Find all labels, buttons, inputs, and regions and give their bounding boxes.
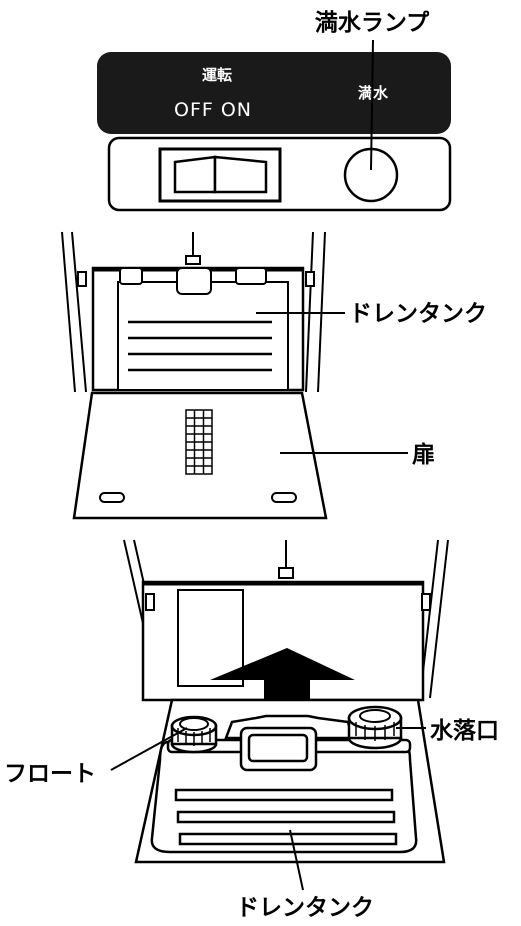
full-lamp-callout: 満水ランプ xyxy=(315,10,430,36)
drain-outlet-callout: 水落口 xyxy=(430,718,499,744)
panel-label-strip xyxy=(97,52,451,134)
off-on-label: OFF ON xyxy=(174,99,252,121)
drain-tank-bottom-callout: ドレンタンク xyxy=(236,895,374,921)
drain-tank-bottom-leader xyxy=(289,829,304,891)
float-cap xyxy=(170,715,218,754)
drain-tank-bottom xyxy=(150,714,418,854)
insert-arrow xyxy=(210,648,355,715)
drain-outlet-cap xyxy=(347,705,403,750)
float-callout: フロート xyxy=(4,761,96,787)
drain-tank-top xyxy=(117,267,289,391)
tank-ribs-bottom xyxy=(174,788,398,846)
door-callout: 扉 xyxy=(412,442,435,468)
door-vent-grid xyxy=(185,409,213,475)
full-water-label: 満水 xyxy=(358,84,389,102)
float-leader xyxy=(110,727,188,771)
full-lamp-leader xyxy=(370,39,374,171)
tank-ribs-top xyxy=(128,320,272,372)
door[interactable] xyxy=(72,391,328,520)
operation-label: 運転 xyxy=(202,66,232,84)
control-panel: 満水ランプ 運転 OFF ON 満水 xyxy=(97,10,452,212)
operation-switch[interactable] xyxy=(158,147,282,203)
drain-tank-top-callout: ドレンタンク xyxy=(349,301,487,327)
